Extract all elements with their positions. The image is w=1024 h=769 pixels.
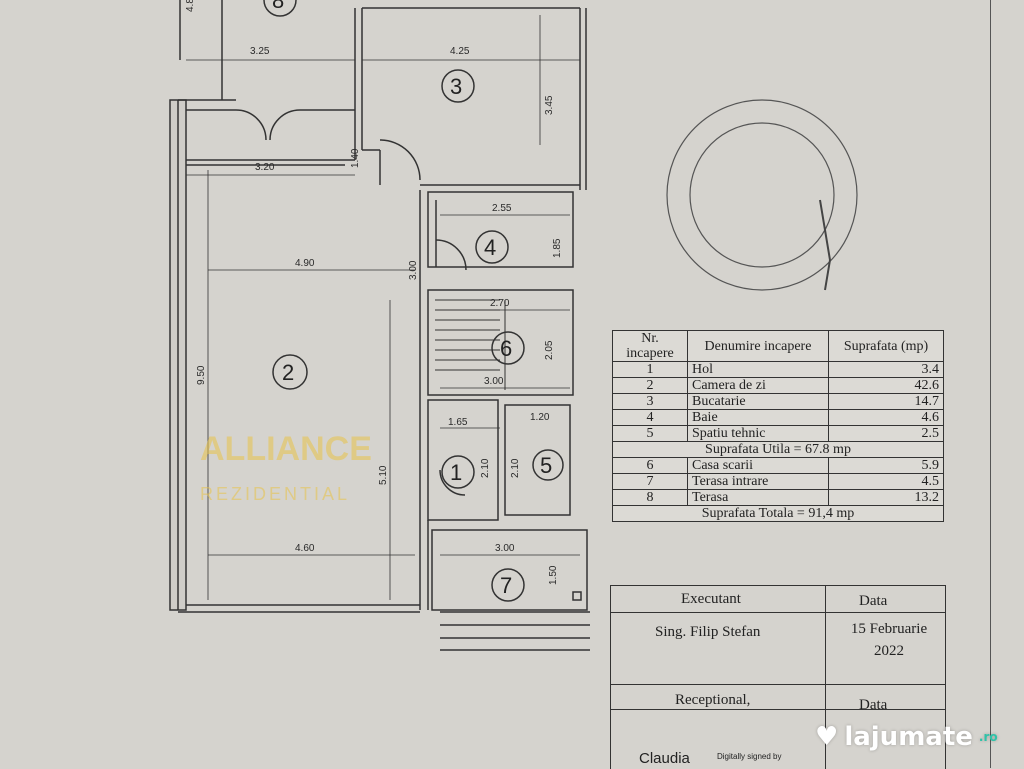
cell-nr: 7 — [612, 473, 688, 490]
cell-nr: 8 — [612, 489, 688, 506]
dim-label: 5.10 — [378, 465, 389, 485]
room-5-label: 5 — [540, 453, 552, 478]
room-3-label: 3 — [450, 74, 462, 99]
cell-name: Bucatarie — [687, 393, 829, 410]
digital-signature-note: Digitally signed by — [717, 752, 782, 761]
cell-area: 4.6 — [828, 409, 944, 426]
signature-block: Executant Data Sing. Filip Stefan 15 Feb… — [610, 585, 946, 769]
cell-name: Casa scarii — [687, 457, 829, 474]
dim-label: 2.05 — [544, 340, 555, 360]
total-row: Suprafata Totala = 91,4 mp — [612, 505, 944, 522]
watermark-brand: ALLIANCE — [200, 430, 372, 468]
cell-name: Spatiu tehnic — [687, 425, 829, 442]
dim-label: 3.00 — [408, 260, 419, 280]
total: Suprafata Totala = 91,4 mp — [612, 505, 944, 522]
room-7-label: 7 — [500, 573, 512, 598]
watermark-sub: REZIDENTIAL — [200, 484, 350, 504]
room-8-label: 8 — [272, 0, 284, 13]
header-name: Denumire incapere — [687, 330, 829, 362]
dim-label: 4.8 — [185, 0, 196, 12]
cell-area: 13.2 — [828, 489, 944, 506]
cell-name: Terasa intrare — [687, 473, 829, 490]
executant-label: Executant — [681, 591, 741, 607]
cell-nr: 4 — [612, 409, 688, 426]
dim-label: 3.45 — [544, 95, 555, 115]
dim-label: 3.25 — [250, 46, 270, 57]
cell-area: 4.5 — [828, 473, 944, 490]
date-label: Data — [859, 593, 888, 609]
date-value: 15 Februarie 2022 — [850, 621, 928, 659]
received-date-label: Data — [859, 697, 888, 713]
cell-name: Baie — [687, 409, 829, 426]
cell-nr: 2 — [612, 377, 688, 394]
cell-area: 14.7 — [828, 393, 944, 410]
dim-label: 2.70 — [490, 298, 510, 309]
dim-label: 1.85 — [552, 238, 563, 258]
dim-label: 2.55 — [492, 203, 512, 214]
cell-area: 3.4 — [828, 361, 944, 378]
cell-name: Camera de zi — [687, 377, 829, 394]
header-nr: Nr. incapere — [612, 330, 688, 362]
dim-label: 3.00 — [495, 543, 515, 554]
site-logo: ♥ lajumate .ro — [815, 722, 998, 752]
logo-tld: .ro — [978, 730, 998, 744]
cell-nr: 5 — [612, 425, 688, 442]
cell-area: 2.5 — [828, 425, 944, 442]
signer-name: Claudia — [639, 750, 690, 767]
room-6-label: 6 — [500, 336, 512, 361]
dim-label: 9.50 — [196, 365, 207, 385]
received-label: Receptional, — [675, 692, 751, 708]
subtotal-row: Suprafata Utila = 67.8 mp — [612, 441, 944, 458]
dim-label: 1.65 — [448, 417, 468, 428]
room-labels: 3 2 4 6 1 5 7 8 — [272, 0, 552, 598]
room-4-label: 4 — [484, 235, 496, 260]
room-1-label: 1 — [450, 460, 462, 485]
cell-area: 42.6 — [828, 377, 944, 394]
cell-nr: 6 — [612, 457, 688, 474]
dim-label: 4.90 — [295, 258, 315, 269]
cell-name: Terasa — [687, 489, 829, 506]
dim-label: 4.25 — [450, 46, 470, 57]
cell-area: 5.9 — [828, 457, 944, 474]
header-area: Suprafata (mp) — [828, 330, 944, 362]
cell-name: Hol — [687, 361, 829, 378]
executant-name: Sing. Filip Stefan — [655, 624, 761, 640]
dimension-labels: 3.25 4.25 3.45 3.20 1.40 2.55 1.85 4.90 … — [185, 0, 563, 585]
dim-label: 3.00 — [484, 376, 504, 387]
dim-label: 1.50 — [548, 565, 559, 585]
dim-label: 3.20 — [255, 162, 275, 173]
dim-label: 1.40 — [350, 148, 361, 168]
dim-label: 4.60 — [295, 543, 315, 554]
room-2-label: 2 — [282, 360, 294, 385]
dim-label: 2.10 — [510, 458, 521, 478]
dim-label: 2.10 — [480, 458, 491, 478]
room-legend-table: Nr. incapere Denumire incapere Suprafata… — [612, 330, 944, 522]
dim-label: 1.20 — [530, 412, 550, 423]
subtotal: Suprafata Utila = 67.8 mp — [612, 441, 944, 458]
logo-icon: ♥ — [815, 722, 839, 752]
logo-name: lajumate — [844, 722, 973, 752]
cell-nr: 3 — [612, 393, 688, 410]
table-header-row: Nr. incapere Denumire incapere Suprafata… — [612, 330, 944, 362]
cell-nr: 1 — [612, 361, 688, 378]
